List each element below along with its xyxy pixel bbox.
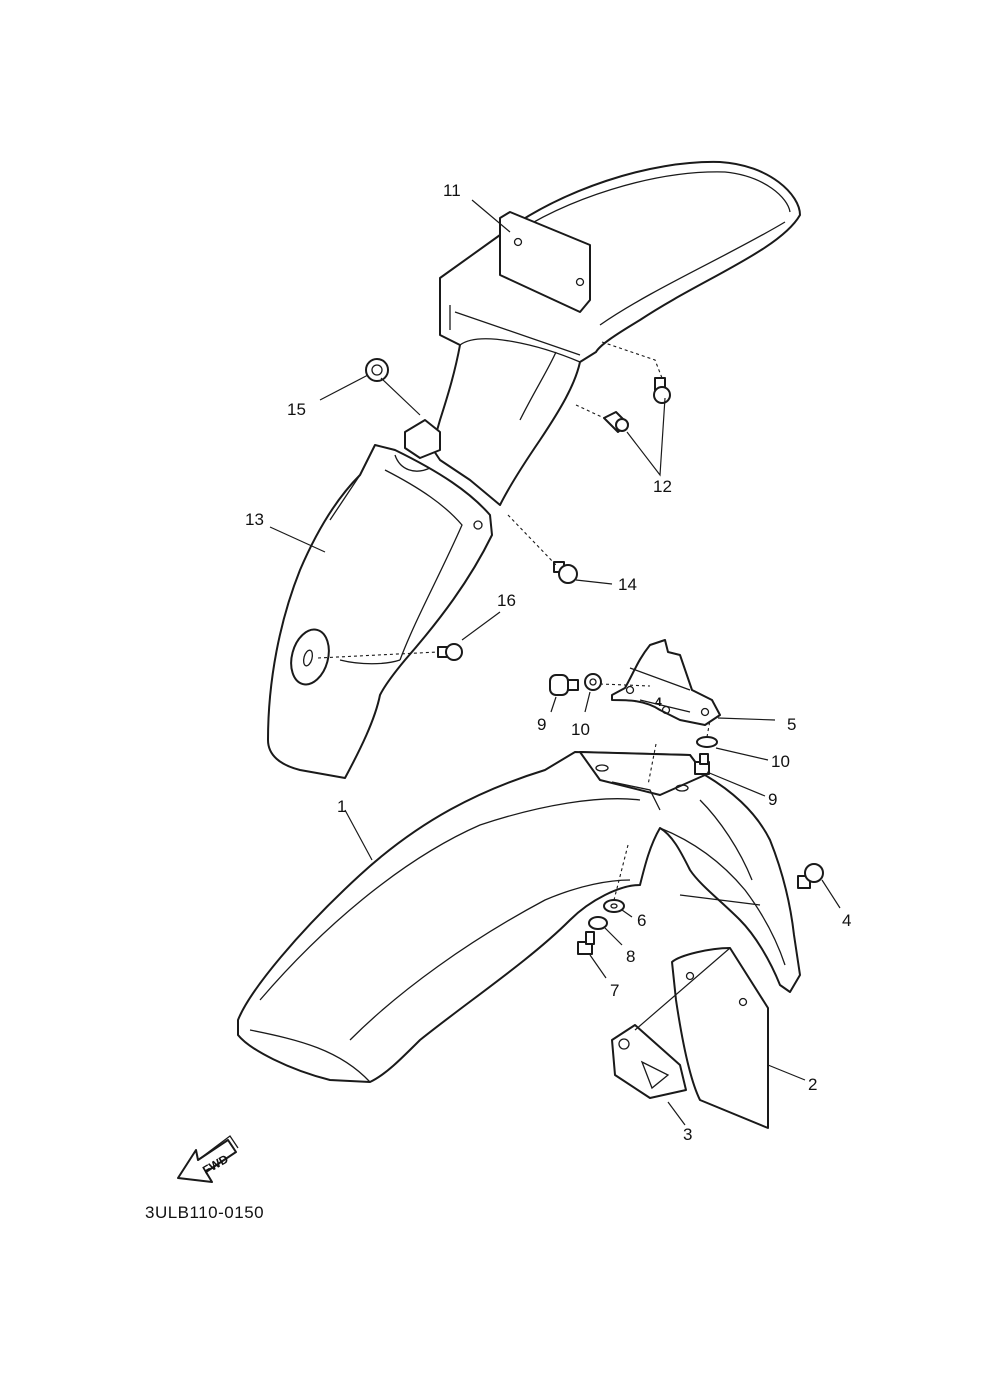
leader-lines: [269, 199, 841, 1126]
callout-14: 14: [618, 575, 637, 594]
callout-3: 3: [683, 1125, 692, 1144]
part-3-bracket: [611, 1024, 687, 1099]
callout-9-left: 9: [537, 715, 546, 734]
callout-7: 7: [610, 981, 619, 1000]
washer-10-a: [584, 673, 602, 691]
callout-10-left: 10: [571, 720, 590, 739]
bolt-12-b: [653, 377, 671, 404]
callout-6: 6: [637, 911, 646, 930]
bolt-9-a: [549, 674, 579, 696]
bolt-4: [797, 863, 824, 889]
assembly-lines: [317, 341, 711, 901]
part-13-fender-extension: [267, 444, 493, 779]
callout-2: 2: [808, 1075, 817, 1094]
bolt-9-b: [694, 753, 710, 775]
washer-6: [603, 899, 625, 913]
part-1-front-fender: [237, 751, 801, 1083]
bolt-12-a: [603, 411, 629, 433]
callout-12: 12: [653, 477, 672, 496]
fwd-arrow-icon: FWD: [177, 1135, 239, 1183]
washer-8: [588, 916, 608, 930]
part-2-plate: [671, 947, 769, 1129]
washer-10-b: [696, 736, 718, 748]
stay-mark-4: 4: [655, 695, 662, 709]
diagram-code: 3ULB110-0150: [145, 1203, 264, 1222]
part-11-upper-fender: [404, 160, 801, 506]
callout-labels: 11 15 12 13 14 16 9 10 5 10 9 1 4 6 8 7 …: [245, 181, 851, 1144]
nut-15: [365, 358, 389, 382]
callout-9-right: 9: [768, 790, 777, 809]
callout-1: 1: [337, 797, 346, 816]
bolt-16: [437, 643, 463, 661]
callout-16: 16: [497, 591, 516, 610]
part-5-stay: [611, 639, 721, 726]
callout-13: 13: [245, 510, 264, 529]
callout-11: 11: [443, 181, 461, 200]
callout-10-right: 10: [771, 752, 790, 771]
callout-15: 15: [287, 400, 306, 419]
bolt-14: [553, 561, 578, 584]
bolt-7: [577, 931, 595, 955]
callout-8: 8: [626, 947, 635, 966]
callout-4: 4: [842, 911, 851, 930]
callout-5: 5: [787, 715, 796, 734]
